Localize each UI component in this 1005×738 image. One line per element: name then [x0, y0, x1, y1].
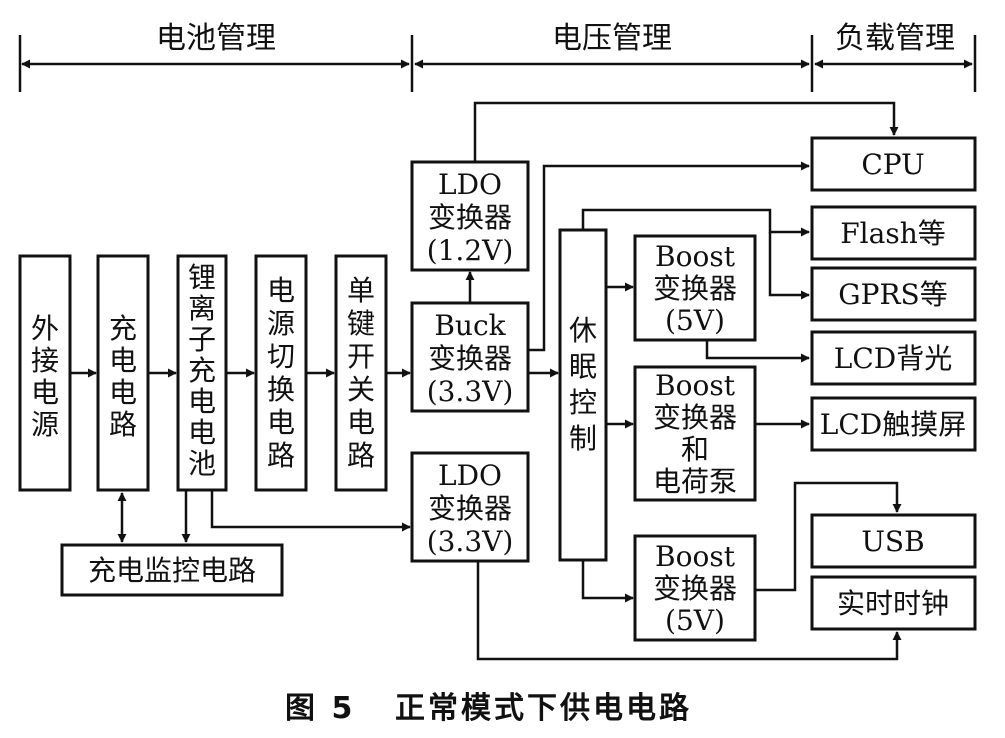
lcd-touch-box [810, 396, 977, 452]
svg-text:Boost: Boost [655, 240, 736, 273]
key-switch-box [334, 254, 388, 492]
svg-text:Boost: Boost [655, 369, 736, 402]
svg-text:眠: 眠 [569, 350, 597, 383]
boost-5v-top-label: Boost 变换器 (5V) [653, 240, 737, 337]
ldo-1v2-label: LDO 变换器 (1.2V) [427, 168, 514, 267]
charge-circuit-label: 充 电 电 路 [109, 312, 137, 441]
svg-text:变换器: 变换器 [653, 401, 737, 434]
svg-text:(3.3V): (3.3V) [427, 375, 514, 408]
svg-text:变换器: 变换器 [428, 492, 512, 525]
li-battery-label: 锂 离 子 充 电 电 池 [188, 261, 216, 480]
figure-number: 图 5 [285, 691, 355, 726]
boost-5v-bottom-box [633, 534, 757, 642]
rtc-box [810, 575, 977, 631]
li-battery-box [176, 254, 228, 492]
svg-text:路: 路 [267, 439, 295, 472]
boost-5v-top-box [633, 234, 757, 342]
svg-text:变换器: 变换器 [653, 272, 737, 305]
svg-text:(5V): (5V) [665, 604, 725, 637]
lcd-touch-label: LCD触摸屏 [820, 408, 966, 441]
svg-text:开: 开 [347, 340, 375, 373]
svg-text:变换器: 变换器 [428, 342, 512, 375]
section-load-management: 负载管理 [835, 21, 955, 56]
usb-box [810, 513, 977, 569]
svg-text:电: 电 [109, 376, 137, 409]
ldo-3v3-box [410, 451, 530, 563]
svg-text:电: 电 [31, 376, 59, 409]
blocks [18, 136, 977, 642]
svg-text:切: 切 [267, 340, 295, 373]
svg-text:外: 外 [31, 312, 59, 345]
key-switch-label: 单 键 开 关 电 路 [347, 274, 375, 472]
usb-label: USB [861, 525, 924, 558]
svg-text:离: 离 [188, 292, 216, 325]
power-switch-label: 电 源 切 换 电 路 [267, 274, 295, 472]
svg-text:LDO: LDO [438, 168, 502, 201]
svg-text:变换器: 变换器 [428, 201, 512, 234]
svg-text:电: 电 [267, 406, 295, 439]
svg-text:(1.2V): (1.2V) [427, 234, 514, 267]
rtc-label: 实时时钟 [837, 587, 949, 620]
flash-label: Flash等 [840, 217, 945, 250]
cpu-box [810, 136, 977, 192]
svg-text:电: 电 [267, 274, 295, 307]
ext-power-label: 外 接 电 源 [31, 312, 59, 441]
svg-text:单: 单 [347, 274, 375, 307]
section-header: 电池管理 电压管理 负载管理 [18, 21, 977, 92]
sleep-ctrl-box [558, 228, 608, 562]
charge-circuit-box [96, 254, 150, 492]
svg-text:变换器: 变换器 [653, 572, 737, 605]
lcd-backlight-box [810, 330, 977, 386]
power-switch-box [254, 254, 308, 492]
ext-power-box [18, 254, 72, 492]
svg-text:(3.3V): (3.3V) [427, 525, 514, 558]
svg-text:控: 控 [569, 386, 597, 419]
buck-3v3-label: Buck 变换器 (3.3V) [427, 309, 514, 408]
svg-text:Buck: Buck [434, 309, 506, 342]
svg-text:路: 路 [347, 439, 375, 472]
svg-text:池: 池 [188, 447, 216, 480]
svg-text:换: 换 [267, 373, 295, 406]
figure-title: 正常模式下供电电路 [395, 691, 692, 726]
svg-text:子: 子 [188, 323, 216, 356]
boost-5v-bottom-label: Boost 变换器 (5V) [653, 540, 737, 637]
boost-chargepump-box [633, 365, 757, 502]
gprs-box [810, 266, 977, 322]
svg-text:关: 关 [347, 373, 375, 406]
sleep-ctrl-label: 休 眠 控 制 [569, 314, 597, 455]
lcd-backlight-label: LCD背光 [834, 342, 952, 375]
svg-text:(5V): (5V) [665, 304, 725, 337]
svg-text:电: 电 [109, 344, 137, 377]
svg-text:键: 键 [347, 307, 375, 340]
svg-text:源: 源 [31, 408, 59, 441]
ldo-1v2-box [410, 160, 530, 272]
charge-monitor-label: 充电监控电路 [88, 554, 256, 587]
ldo-3v3-label: LDO 变换器 (3.3V) [427, 459, 514, 558]
cpu-label: CPU [861, 148, 924, 181]
svg-text:充: 充 [109, 312, 137, 345]
section-battery-management: 电池管理 [156, 21, 276, 56]
svg-text:电荷泵: 电荷泵 [653, 465, 737, 498]
svg-text:充: 充 [188, 354, 216, 387]
svg-text:制: 制 [569, 422, 597, 455]
svg-text:电: 电 [188, 385, 216, 418]
connections [70, 101, 902, 661]
svg-text:和: 和 [681, 433, 709, 466]
charge-monitor-box [60, 543, 284, 597]
svg-text:电: 电 [347, 406, 375, 439]
boost-chargepump-label: Boost 变换器 和 电荷泵 [653, 369, 737, 498]
section-voltage-management: 电压管理 [552, 21, 672, 56]
svg-text:电: 电 [188, 416, 216, 449]
svg-text:源: 源 [267, 307, 295, 340]
svg-text:路: 路 [109, 408, 137, 441]
gprs-label: GPRS等 [838, 278, 947, 311]
svg-text:休: 休 [569, 314, 597, 347]
buck-3v3-box [410, 301, 530, 413]
svg-text:Boost: Boost [655, 540, 736, 573]
svg-text:LDO: LDO [438, 459, 502, 492]
svg-text:接: 接 [31, 344, 59, 377]
flash-box [810, 205, 977, 261]
svg-text:锂: 锂 [188, 261, 216, 294]
